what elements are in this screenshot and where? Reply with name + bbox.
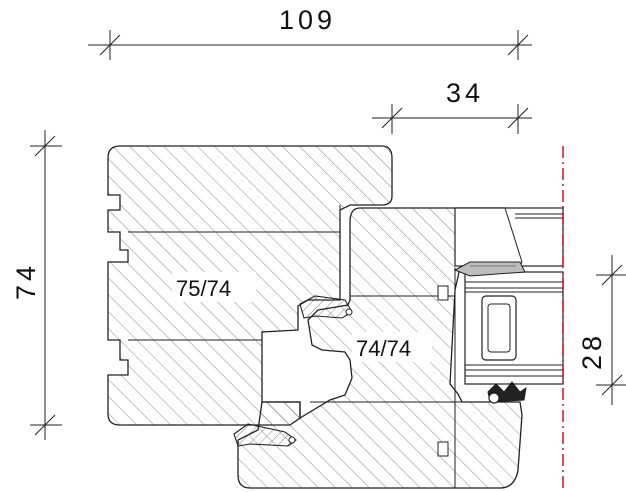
bottom-glazing-gasket (487, 381, 527, 404)
top-glazing-gasket (453, 261, 526, 277)
glazing-bead (454, 207, 564, 267)
dimension-glass-width: 28 (577, 255, 626, 405)
dimension-overall-width-text: 109 (279, 5, 336, 35)
fixing-clip-lower (437, 441, 449, 457)
dimension-glass-width-text: 28 (577, 332, 607, 370)
lower-weather-seal (233, 423, 297, 447)
dimension-height-text: 74 (11, 262, 41, 300)
glass-spacer (481, 295, 517, 361)
frame-profile-label: 75/74 (176, 276, 231, 301)
upper-weather-seal (299, 295, 353, 319)
dimension-inner-width-text: 34 (446, 78, 484, 108)
glazing-unit (454, 207, 564, 385)
frame-label-bg (172, 272, 256, 302)
dimension-overall-width: 109 (88, 5, 532, 60)
dimension-inner-width: 34 (372, 78, 532, 134)
sash-label-bg (352, 332, 432, 362)
dimension-height: 74 (11, 130, 62, 440)
fixing-clip-upper (437, 285, 449, 301)
sash-profile-label: 74/74 (356, 336, 411, 361)
